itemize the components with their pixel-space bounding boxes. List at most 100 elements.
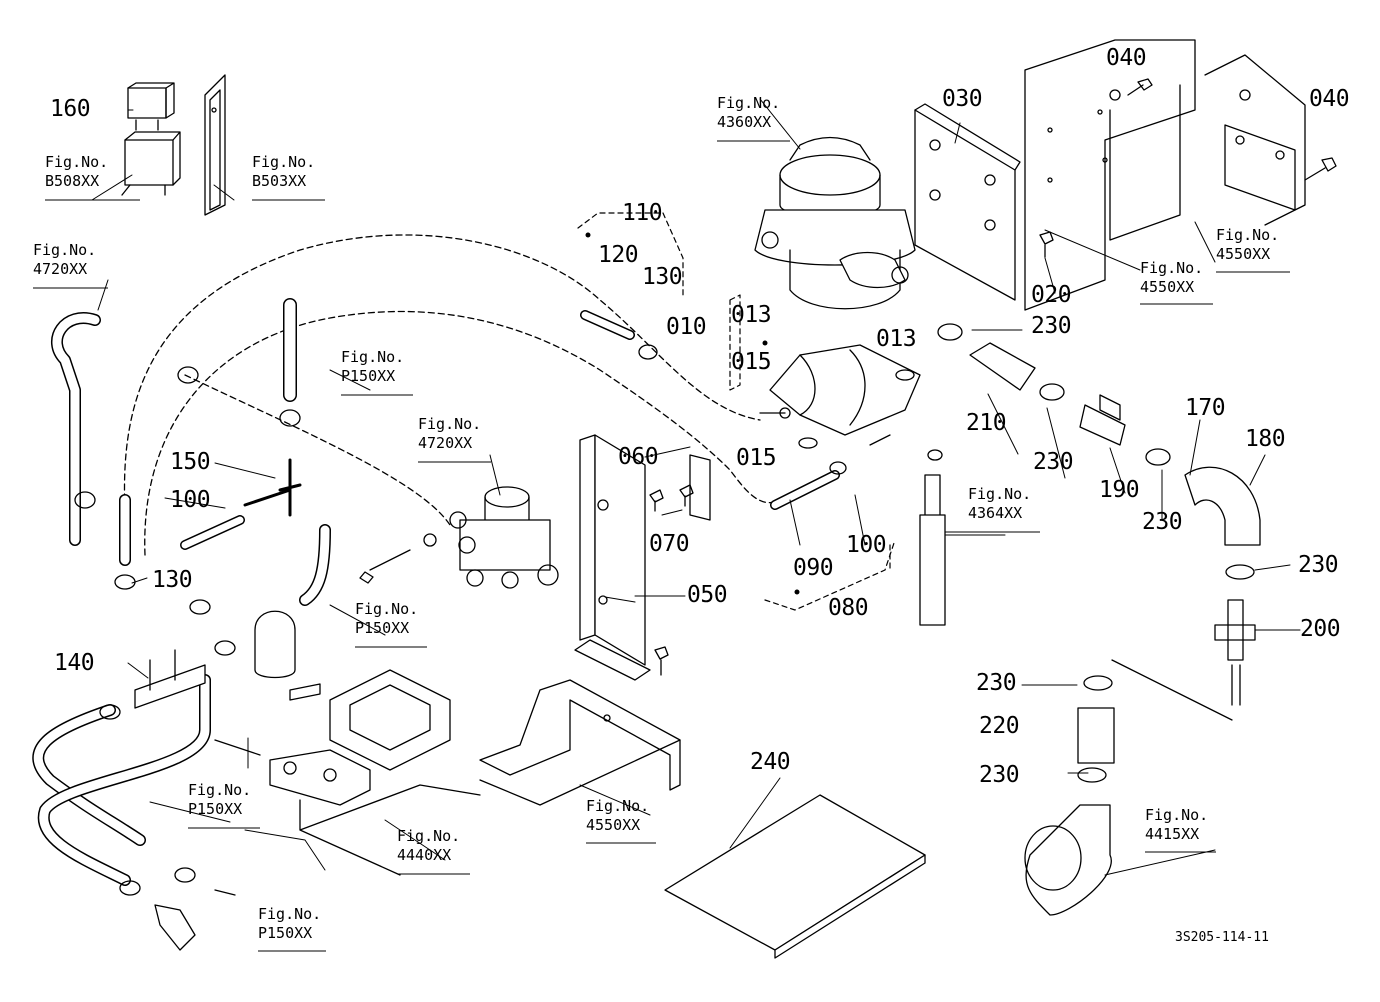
- bolt-040a-drawing: [1127, 78, 1153, 96]
- part-013-label: 013: [731, 302, 772, 328]
- fig-ref-b508: Fig.No.B508XX: [45, 153, 109, 190]
- bolt-drawing: [359, 549, 411, 584]
- relay-160-drawing: [121, 82, 181, 196]
- hose-lower-loop-a-inner: [33, 705, 145, 845]
- part-100-label: 100: [170, 487, 211, 513]
- bolt-040b-drawing: [1304, 157, 1337, 181]
- fig-ref-4440: Fig.No.4440XX: [397, 827, 461, 864]
- part-013-label: 013: [876, 326, 917, 352]
- part-230-label: 230: [1298, 552, 1339, 578]
- fig-ref-4415: Fig.No.4415XX: [1145, 806, 1209, 843]
- manual-240-drawing: [664, 794, 926, 951]
- fitting-120-inner: [581, 311, 634, 339]
- hose-4720-inner: [52, 313, 100, 545]
- fig-ref-p150: Fig.No.P150XX: [258, 905, 322, 942]
- part-230-label: 230: [1031, 313, 1072, 339]
- hose-route-middle: [144, 310, 781, 556]
- hose-210-drawing: [969, 342, 1036, 391]
- part-015-label: 015: [731, 349, 772, 375]
- fig-ref-p150: Fig.No.P150XX: [341, 348, 405, 385]
- elbow-fitting-drawing: [154, 889, 236, 951]
- leader-lines: [91, 98, 1301, 876]
- part-030-label: 030: [942, 86, 983, 112]
- fig-ref-4720: Fig.No.4720XX: [33, 241, 97, 278]
- part-080-label: 080: [828, 595, 869, 621]
- part-090-label: 090: [793, 555, 834, 581]
- clamps-drawing: [74, 323, 1255, 896]
- bracket-050-drawing: [574, 434, 651, 681]
- fig-ref-4550: Fig.No.4550XX: [586, 797, 650, 834]
- part-010-label: 010: [666, 314, 707, 340]
- fig-ref-p150: Fig.No.P150XX: [188, 781, 252, 818]
- part-220-label: 220: [979, 713, 1020, 739]
- part-190-label: 190: [1099, 477, 1140, 503]
- hose-lower-loop-b-inner: [39, 675, 210, 885]
- bracket-b503-drawing: [204, 74, 226, 216]
- fig-ref-4360: Fig.No.4360XX: [717, 94, 781, 131]
- fitting-100-inner: [181, 516, 244, 549]
- fitting-090-inner: [771, 471, 839, 509]
- drawing-code: 3S205-114-11: [1175, 930, 1269, 945]
- valve-200-drawing: [1214, 599, 1256, 706]
- part-210-label: 210: [966, 410, 1007, 436]
- bolt-020-drawing: [1039, 231, 1054, 258]
- part-050-label: 050: [687, 582, 728, 608]
- pipe-4415-opening: [1024, 825, 1082, 891]
- bolts-070-drawing: [649, 484, 694, 512]
- fig-ref-p150: Fig.No.P150XX: [355, 600, 419, 637]
- part-160-label: 160: [50, 96, 91, 122]
- part-140-label: 140: [54, 650, 95, 676]
- part-230-label: 230: [979, 762, 1020, 788]
- part-130-label: 130: [642, 264, 683, 290]
- fig-ref-b503: Fig.No.B503XX: [252, 153, 316, 190]
- part-230-label: 230: [1142, 509, 1183, 535]
- tee-150-drawing: [243, 458, 302, 517]
- manifold-015-drawing: [759, 344, 921, 449]
- part-150-label: 150: [170, 449, 211, 475]
- hose-route-upper: [123, 234, 761, 511]
- pin-drawing: [214, 739, 261, 756]
- tee-140-drawing: [134, 649, 206, 709]
- frame-plate-drawing: [1024, 39, 1306, 311]
- part-230-label: 230: [976, 670, 1017, 696]
- fig-ref-4550: Fig.No.4550XX: [1140, 259, 1204, 296]
- part-040-label: 040: [1106, 45, 1147, 71]
- elbow-180-drawing: [1184, 466, 1261, 546]
- plate-030-drawing: [914, 103, 1021, 301]
- fig-ref-4550: Fig.No.4550XX: [1216, 226, 1280, 263]
- part-180-label: 180: [1245, 426, 1286, 452]
- part-230-label: 230: [1033, 449, 1074, 475]
- sensor-190-drawing: [1079, 394, 1126, 446]
- part-060-label: 060: [618, 444, 659, 470]
- housing-4440-drawing: [269, 669, 481, 876]
- hose-route-lower: [184, 374, 451, 526]
- group-marker-dots: [585, 232, 800, 595]
- fig-ref-4364: Fig.No.4364XX: [968, 485, 1032, 522]
- lift-arm-drawing: [254, 610, 296, 679]
- hose-220-drawing: [1077, 707, 1115, 764]
- gas-spring-drawing: [919, 474, 946, 626]
- part-100-label: 100: [846, 532, 887, 558]
- manual-240-edge: [774, 854, 926, 959]
- part-130-label: 130: [152, 567, 193, 593]
- leader-200: [1111, 659, 1233, 721]
- part-020-label: 020: [1031, 282, 1072, 308]
- bolt-650-drawing: [654, 646, 669, 676]
- fig-ref-4720: Fig.No.4720XX: [418, 415, 482, 452]
- part-070-label: 070: [649, 531, 690, 557]
- bracket-4550-bottom-drawing: [479, 679, 681, 806]
- spacer-drawing: [289, 683, 321, 701]
- bracket-4550-drawing: [1224, 124, 1296, 211]
- bracket-060-drawing: [689, 454, 711, 521]
- air-cleaner-drawing: [754, 136, 916, 310]
- part-170-label: 170: [1185, 395, 1226, 421]
- part-200-label: 200: [1300, 616, 1341, 642]
- part-110-label: 110: [622, 200, 663, 226]
- washer-drawing: [423, 533, 437, 547]
- part-015-label: 015: [736, 445, 777, 471]
- part-040-label: 040: [1309, 86, 1350, 112]
- valve-4720-drawing: [449, 486, 559, 589]
- hose-p150-short-inner: [300, 525, 330, 605]
- part-120-label: 120: [598, 242, 639, 268]
